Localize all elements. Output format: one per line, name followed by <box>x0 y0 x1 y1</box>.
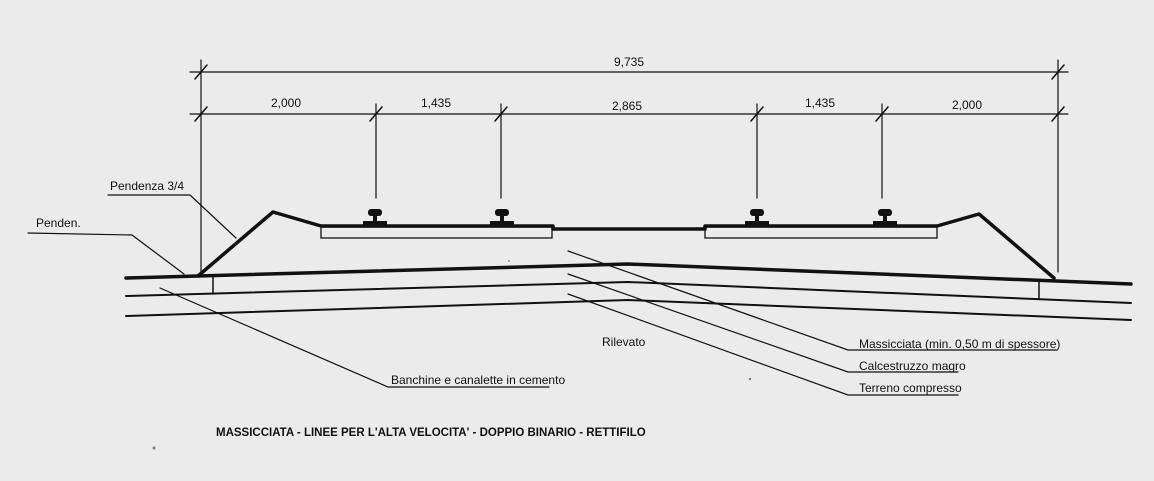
label-banchine: Banchine e canalette in cemento <box>391 373 565 387</box>
leader-calcestruzzo <box>567 273 959 373</box>
label-pendenza: Pendenza 3/4 <box>110 179 184 193</box>
dim-segment-2: 1,435 <box>421 96 451 110</box>
speck <box>152 446 156 450</box>
segment-dimensions <box>189 103 1069 199</box>
speck <box>748 377 752 381</box>
speck <box>508 260 510 262</box>
sleeper-left <box>320 226 553 239</box>
leader-massicciata <box>567 250 1058 351</box>
ballast-base-line <box>124 262 1133 286</box>
drawing-title: MASSICCIATA - LINEE PER L'ALTA VELOCITA'… <box>216 427 646 439</box>
label-terreno: Terreno compresso <box>859 381 962 395</box>
dim-segment-3: 2,865 <box>612 99 642 113</box>
compacted-soil-line <box>125 299 1132 321</box>
leader-pendenza <box>107 194 237 239</box>
label-calcestruzzo: Calcestruzzo magro <box>859 359 966 373</box>
rails <box>363 209 897 225</box>
label-penden: Penden. <box>36 216 81 230</box>
label-massicciata: Massicciata (min. 0,50 m di spessore) <box>859 337 1060 351</box>
rail-1 <box>363 209 387 225</box>
dim-segment-1: 2,000 <box>271 96 301 110</box>
leader-terreno <box>567 293 959 396</box>
ballast-profile <box>196 210 1056 280</box>
dim-segment-4: 1,435 <box>805 96 835 110</box>
leader-penden <box>27 232 185 275</box>
total-dimension <box>189 59 1069 273</box>
rail-4 <box>873 209 897 225</box>
sleeper-right <box>704 226 938 239</box>
rail-2 <box>490 209 514 225</box>
label-rilevato: Rilevato <box>602 335 646 349</box>
dim-segment-5: 2,000 <box>952 98 982 112</box>
dim-total: 9,735 <box>614 55 644 69</box>
rail-3 <box>745 209 769 225</box>
leader-banchine <box>159 287 550 388</box>
lean-concrete-line <box>125 281 1132 304</box>
